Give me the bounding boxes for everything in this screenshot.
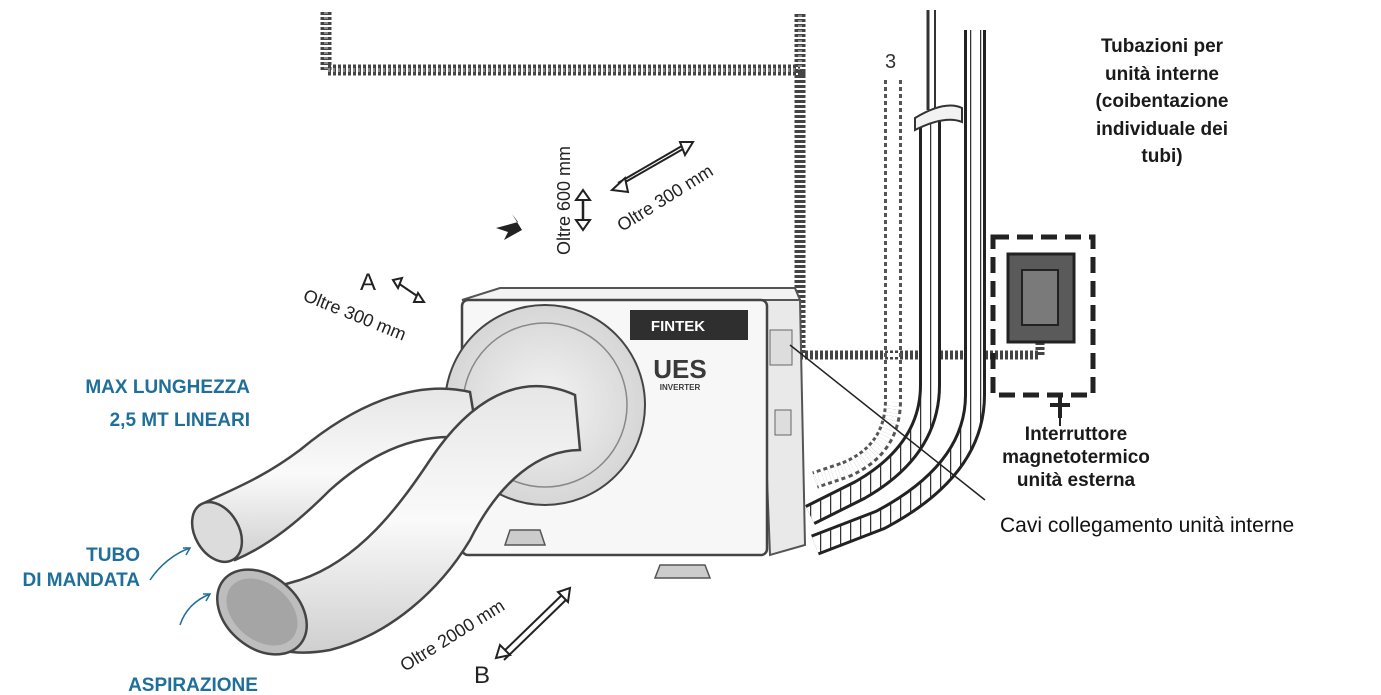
label-cavi: Cavi collegamento unità interne — [1000, 514, 1294, 537]
label-side-b: B — [474, 662, 490, 689]
double-arrow-icon — [391, 276, 426, 303]
max-lunghezza-line-2: 2,5 MT LINEARI — [110, 410, 250, 431]
airflow-arrow-icon — [496, 214, 522, 240]
tubazioni-line-2: unità interne — [1105, 64, 1219, 85]
brand-badge — [630, 310, 748, 340]
interruttore-line-1: Interruttore — [1025, 424, 1127, 445]
label-aspirazione: ASPIRAZIONE — [128, 675, 258, 695]
double-arrow-icon — [574, 188, 592, 232]
tubazioni-line-3: (coibentazione — [1095, 91, 1228, 112]
tubazioni-line-1: Tubazioni per — [1101, 36, 1224, 57]
tubo-mandata-line-2: DI MANDATA — [23, 570, 141, 591]
tubazioni-line-5: tubi) — [1141, 146, 1182, 167]
label-interruttore: Interruttore magnetotermico unità estern… — [1002, 424, 1150, 491]
piping-group — [805, 10, 986, 556]
label-side-a: A — [360, 269, 376, 296]
model-name: UES — [653, 354, 706, 384]
label-tubazioni: Tubazioni per unità interne (coibentazio… — [1095, 36, 1228, 167]
switch-box-icon — [990, 234, 1096, 418]
model-sub: INVERTER — [660, 383, 701, 392]
label-tubo-mandata: TUBO DI MANDATA — [23, 545, 141, 591]
double-arrow-icon — [494, 586, 572, 661]
label-oltre-300-top: Oltre 300 mm — [614, 161, 717, 236]
leader-lines — [149, 344, 1061, 626]
brand-name: FINTEK — [651, 318, 705, 335]
label-number-3: 3 — [885, 51, 896, 73]
double-arrow-icon — [609, 141, 695, 194]
interruttore-line-2: magnetotermico — [1002, 447, 1150, 468]
hoses — [190, 385, 582, 656]
label-oltre-600: Oltre 600 mm — [554, 146, 574, 255]
tubo-mandata-line-1: TUBO — [86, 545, 140, 566]
tubazioni-line-4: individuale dei — [1096, 119, 1228, 140]
max-lunghezza-line-1: MAX LUNGHEZZA — [85, 377, 250, 398]
interruttore-line-3: unità esterna — [1017, 470, 1136, 491]
label-oltre-300-left: Oltre 300 mm — [301, 285, 410, 344]
label-max-lunghezza: MAX LUNGHEZZA 2,5 MT LINEARI — [85, 377, 250, 431]
